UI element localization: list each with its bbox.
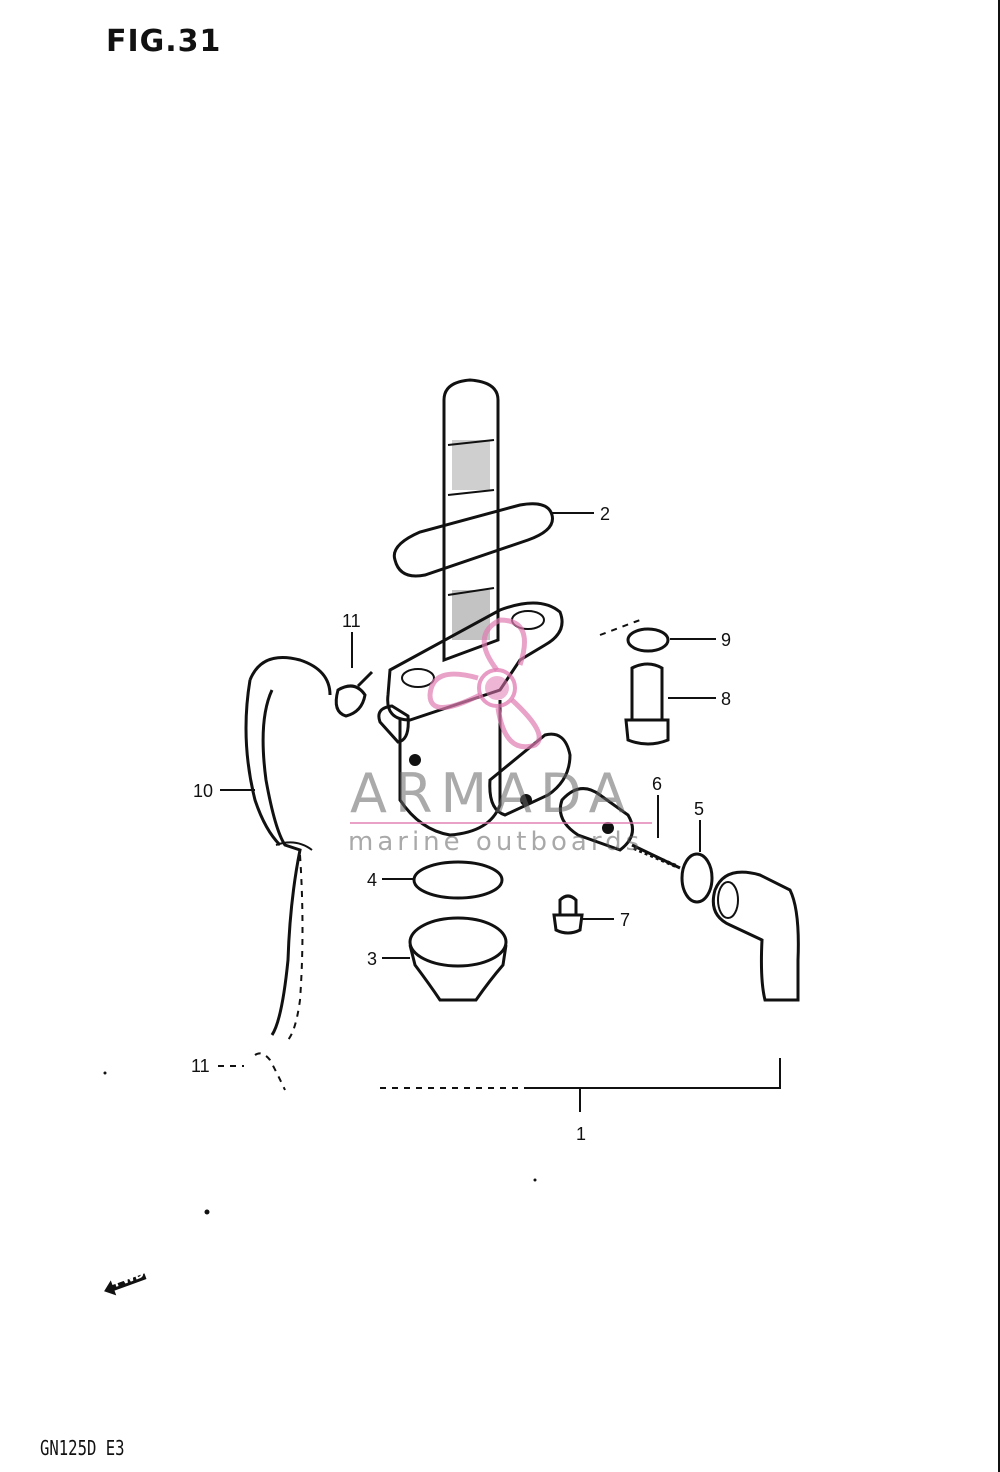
clamp-part-11-lower [254, 1052, 286, 1091]
clamp-part-11-upper [334, 670, 374, 718]
watermark-brand: ARMADA [350, 762, 634, 825]
assembly-bracket-part-1 [380, 1058, 781, 1112]
callout-11-lower: 11 [191, 1056, 210, 1076]
bolt-part-8 [624, 662, 670, 746]
callout-3: 3 [367, 949, 377, 969]
callout-9: 9 [721, 630, 731, 650]
screw-part-7 [552, 894, 584, 935]
watermark-tagline: marine outboards [348, 827, 643, 857]
valve-lever-part-6 [558, 787, 681, 870]
sediment-cup-part-3 [408, 916, 508, 1002]
o-ring-part-4 [412, 860, 504, 900]
callout-4: 4 [367, 870, 377, 890]
fuel-hose-part-10 [244, 656, 332, 1036]
callout-labels: 2 9 8 11 10 6 5 4 7 3 11 1 [191, 504, 731, 1144]
washer-part-9 [626, 627, 670, 653]
outlet-elbow-fitting [711, 870, 800, 1002]
watermark: ARMADA marine outboards [348, 617, 652, 857]
callout-10: 10 [193, 781, 213, 801]
figure-title: FIG.31 [106, 24, 222, 59]
gasket-part-2 [392, 502, 554, 578]
page-border [998, 0, 1000, 1472]
leader-lines [218, 512, 716, 1067]
callout-6: 6 [652, 774, 662, 794]
o-ring-part-5 [680, 852, 714, 904]
strainer-tube [442, 378, 500, 663]
callout-5: 5 [694, 799, 704, 819]
callout-8: 8 [721, 689, 731, 709]
callout-2: 2 [600, 504, 610, 524]
callout-7: 7 [620, 910, 630, 930]
callout-1: 1 [576, 1124, 586, 1144]
propeller-logo-icon [427, 617, 542, 750]
model-code: GN125D E3 [40, 1436, 125, 1460]
callout-11-upper: 11 [342, 611, 361, 631]
forward-arrow-icon [104, 1273, 147, 1296]
forward-label: FWD [112, 1266, 146, 1290]
forward-direction-mark: FWD [104, 1266, 147, 1296]
